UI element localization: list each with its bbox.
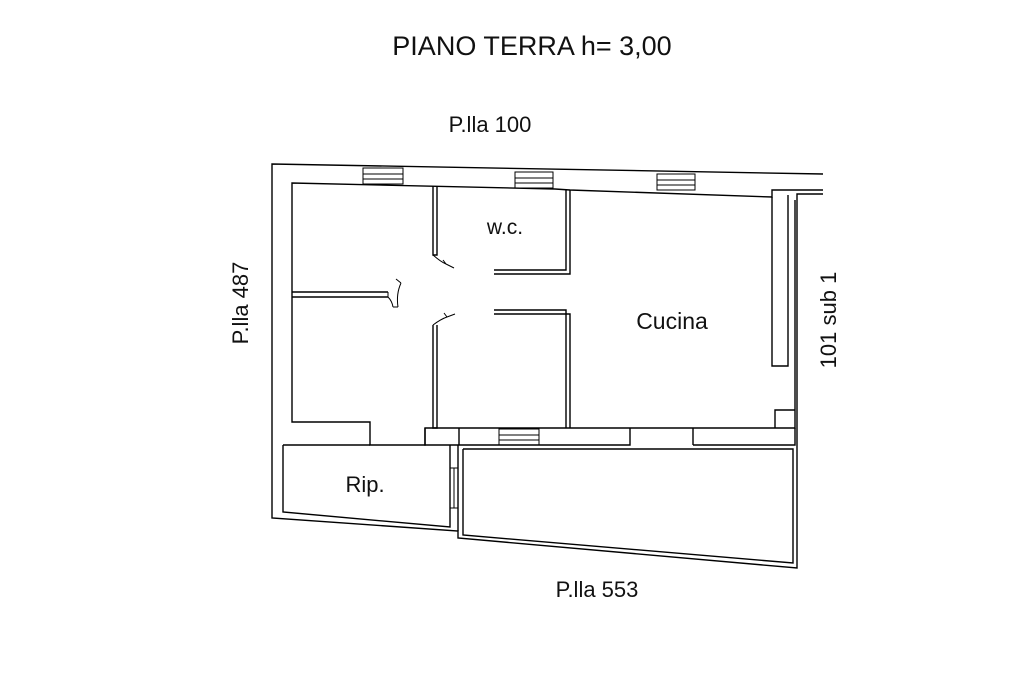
boundary-label-south: P.lla 553	[556, 577, 639, 602]
south-annex	[457, 445, 794, 564]
window-north-center	[514, 171, 554, 189]
boundary-label-north: P.lla 100	[449, 112, 532, 137]
room-label-kitchen: Cucina	[636, 308, 708, 334]
partition-corridor-west	[432, 186, 456, 429]
partition-wc	[494, 189, 571, 275]
east-wall-step	[771, 195, 795, 428]
outer-wall	[271, 163, 824, 569]
boundary-label-west: P.lla 487	[228, 262, 253, 345]
plan-title: PIANO TERRA h= 3,00	[392, 31, 671, 61]
partition-left-rooms	[292, 278, 402, 308]
partition-room-center	[494, 309, 571, 428]
south-wall-main	[424, 428, 796, 446]
room-label-wc: w.c.	[486, 216, 523, 239]
window-north-left	[362, 167, 404, 185]
room-label-storage: Rip.	[345, 472, 384, 497]
window-north-right	[656, 173, 696, 191]
boundary-label-east: 101 sub 1	[816, 272, 841, 369]
